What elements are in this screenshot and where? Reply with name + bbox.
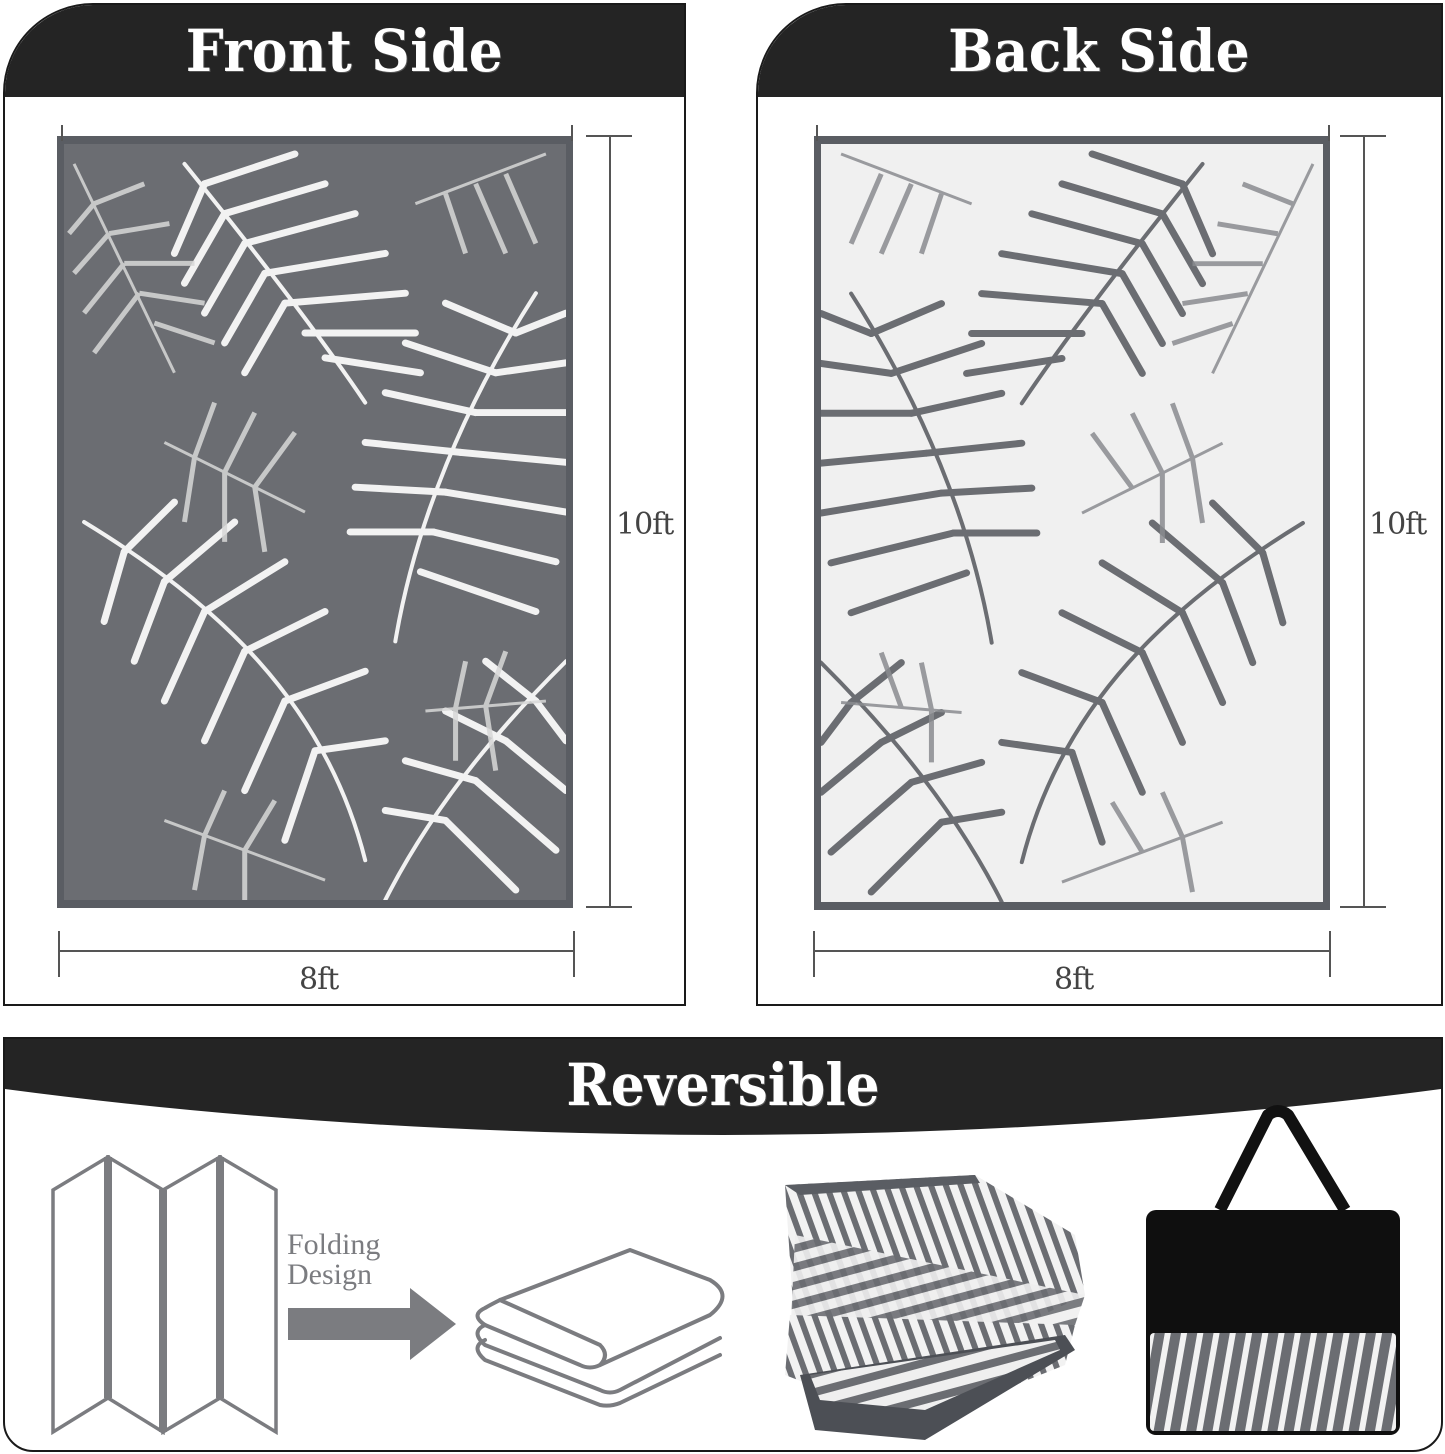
front-width-cap-left [58,931,60,977]
folded-blanket-icon [475,1248,725,1408]
back-width-cap-left [813,931,815,977]
front-height-cap-top [586,135,632,137]
back-height-cap-bottom [1340,906,1386,908]
back-rug-image [814,136,1330,910]
front-side-title: Front Side [185,17,504,85]
reversible-banner [5,1039,1441,1135]
front-rug-image [57,136,573,908]
front-width-cap-right [573,931,575,977]
back-width-line [814,950,1330,952]
front-width-line [59,950,575,952]
folding-label-line2: Design [287,1258,372,1291]
front-height-label: 10ft [616,505,674,544]
reversible-title: Reversible [566,1051,880,1119]
back-width-label: 8ft [1054,962,1094,997]
front-width-tick-right-top [571,125,573,141]
back-height-cap-top [1340,135,1386,137]
back-width-cap-right [1329,931,1331,977]
front-height-cap-bottom [586,906,632,908]
front-side-panel: Front Side [3,3,686,1006]
folding-design-label: Folding Design [287,1230,380,1290]
arrow-right-icon [288,1288,456,1360]
back-height-line [1363,136,1365,908]
back-side-panel: Back Side [756,3,1443,1006]
accordion-fold-icon [51,1155,278,1435]
front-width-tick-left-top [61,125,63,141]
front-width-label: 8ft [299,962,339,997]
folded-mat-photo [785,1175,1085,1440]
palm-leaf-pattern-icon [821,150,1315,902]
back-width-tick-right-top [1328,125,1330,141]
back-side-title: Back Side [948,17,1251,85]
carry-bag-photo [1146,1105,1400,1435]
palm-leaf-pattern-icon [67,150,566,900]
back-width-tick-left-top [816,125,818,141]
front-height-line [609,136,611,908]
front-side-header: Front Side [5,5,684,97]
back-side-header: Back Side [758,5,1441,97]
back-height-label: 10ft [1369,505,1427,544]
folding-label-line1: Folding [287,1228,381,1261]
